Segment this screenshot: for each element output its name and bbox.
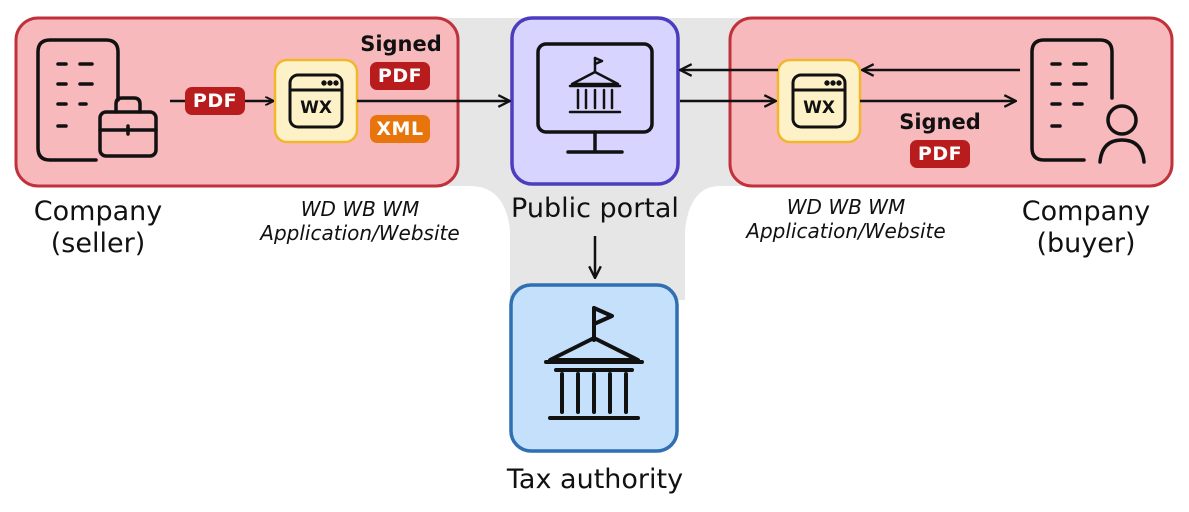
- buyer-company-icon: [1030, 38, 1146, 164]
- tax-label: Tax authority: [506, 464, 684, 495]
- seller-pdf-badge: PDF: [185, 87, 245, 115]
- xml-badge: XML: [370, 115, 430, 143]
- app-left-icon-text: WX: [300, 98, 332, 118]
- seller-label-line2: (seller): [50, 228, 146, 259]
- app-right-label-line1: WD WB WM: [786, 195, 906, 219]
- app-left-window-icon: [288, 73, 344, 129]
- buyer-label-line2: (buyer): [1036, 228, 1136, 259]
- seller-label: Company (seller): [18, 196, 178, 260]
- monitor-government-icon: [536, 42, 654, 154]
- app-right-icon-text: WX: [803, 98, 835, 118]
- signed-right-pdf-badge: PDF: [910, 140, 970, 168]
- seller-label-line1: Company: [33, 196, 163, 227]
- app-left-label-line2: Application/Website: [260, 221, 460, 245]
- app-right-label: WD WB WM Application/Website: [716, 195, 976, 243]
- government-building-icon: [544, 306, 644, 420]
- portal-label: Public portal: [511, 193, 679, 224]
- app-right-label-line2: Application/Website: [746, 219, 946, 243]
- buyer-label: Company (buyer): [1006, 196, 1166, 260]
- signed-left-caption: Signed: [360, 32, 442, 56]
- app-left-label: WD WB WM Application/Website: [230, 197, 490, 245]
- app-left-label-line1: WD WB WM: [300, 197, 420, 221]
- buyer-label-line1: Company: [1021, 196, 1151, 227]
- app-right-window-icon: [791, 73, 847, 129]
- signed-right-caption: Signed: [899, 110, 981, 134]
- seller-company-icon: [36, 38, 158, 162]
- signed-left-pdf-badge: PDF: [370, 62, 430, 90]
